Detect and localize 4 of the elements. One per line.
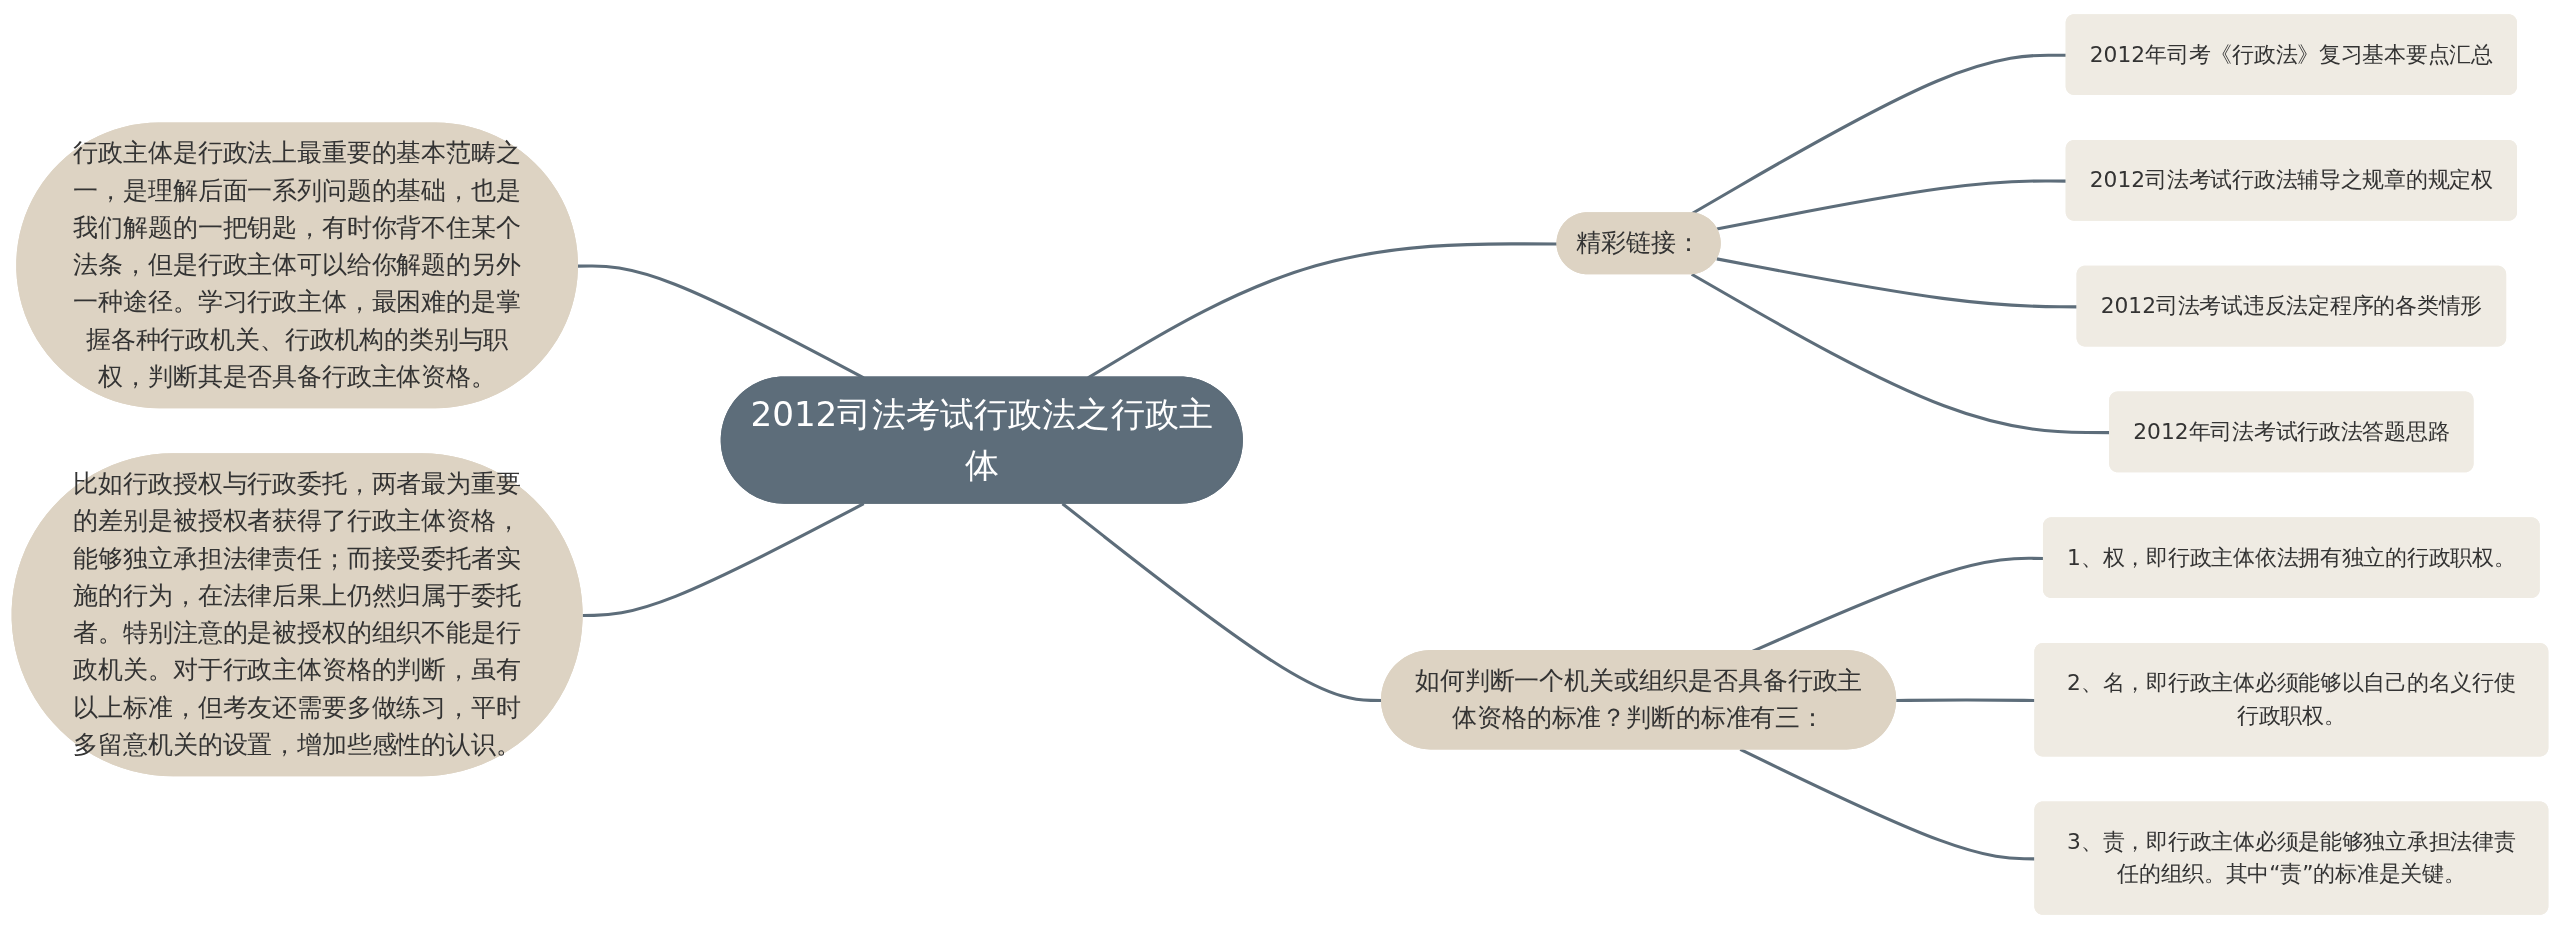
connector <box>1061 502 1383 703</box>
connector <box>582 502 865 618</box>
connector <box>1896 698 2036 703</box>
connector <box>1739 748 2036 861</box>
